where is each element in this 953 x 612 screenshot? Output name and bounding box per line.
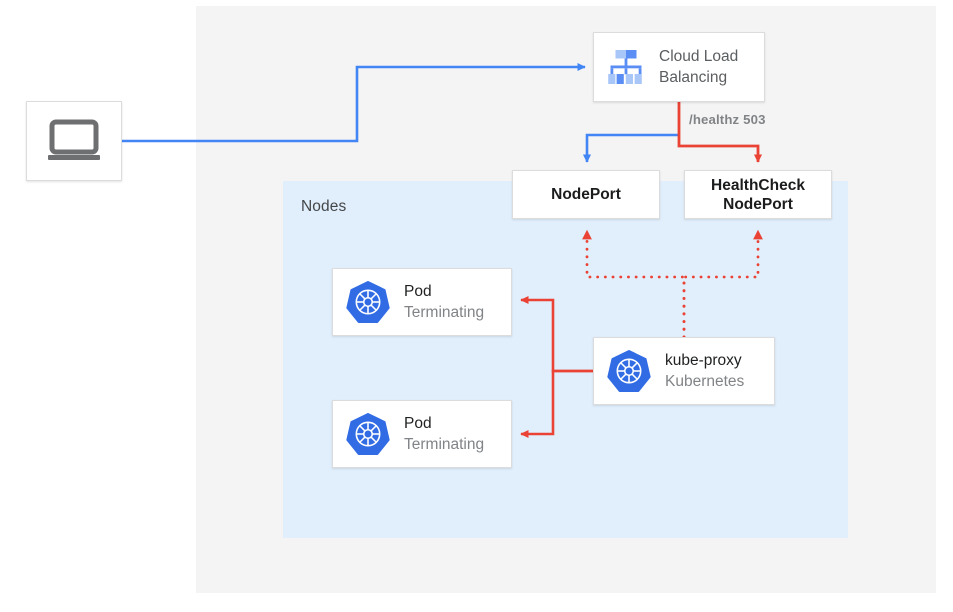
kubernetes-icon — [346, 280, 390, 324]
lb-label-line2: Balancing — [659, 69, 728, 86]
kubernetes-icon — [346, 412, 390, 456]
nodeport-label: NodePort — [551, 186, 621, 203]
pod-2-text: Pod Terminating — [404, 414, 484, 455]
hcnp-label-line1: HealthCheck — [711, 176, 805, 194]
healthz-edge-label: /healthz 503 — [689, 112, 766, 127]
pod-node-1[interactable]: Pod Terminating — [332, 268, 512, 336]
pod-node-2[interactable]: Pod Terminating — [332, 400, 512, 468]
pod-1-text: Pod Terminating — [404, 282, 484, 323]
nodes-region-label: Nodes — [301, 198, 347, 215]
kube-proxy-subtitle: Kubernetes — [665, 372, 745, 390]
laptop-icon — [46, 119, 102, 163]
healthcheck-nodeport-label: HealthCheck NodePort — [711, 176, 805, 214]
cloud-load-balancing-node[interactable]: Cloud Load Balancing — [593, 32, 765, 102]
cloud-load-balancing-label: Cloud Load Balancing — [659, 46, 738, 88]
pod-2-title: Pod — [404, 414, 432, 432]
client-node[interactable] — [26, 101, 122, 181]
cloud-load-balancing-icon — [605, 46, 647, 88]
kube-proxy-text: kube-proxy Kubernetes — [665, 351, 744, 392]
pod-1-status: Terminating — [404, 303, 485, 321]
healthcheck-nodeport-node[interactable]: HealthCheck NodePort — [684, 170, 832, 219]
pod-1-title: Pod — [404, 282, 432, 300]
kube-proxy-node[interactable]: kube-proxy Kubernetes — [593, 337, 775, 405]
pod-2-status: Terminating — [404, 435, 485, 453]
kube-proxy-title: kube-proxy — [665, 351, 742, 369]
nodeport-node[interactable]: NodePort — [512, 170, 660, 219]
hcnp-label-line2: NodePort — [723, 195, 793, 213]
lb-label-line1: Cloud Load — [659, 48, 739, 65]
kubernetes-icon — [607, 349, 651, 393]
